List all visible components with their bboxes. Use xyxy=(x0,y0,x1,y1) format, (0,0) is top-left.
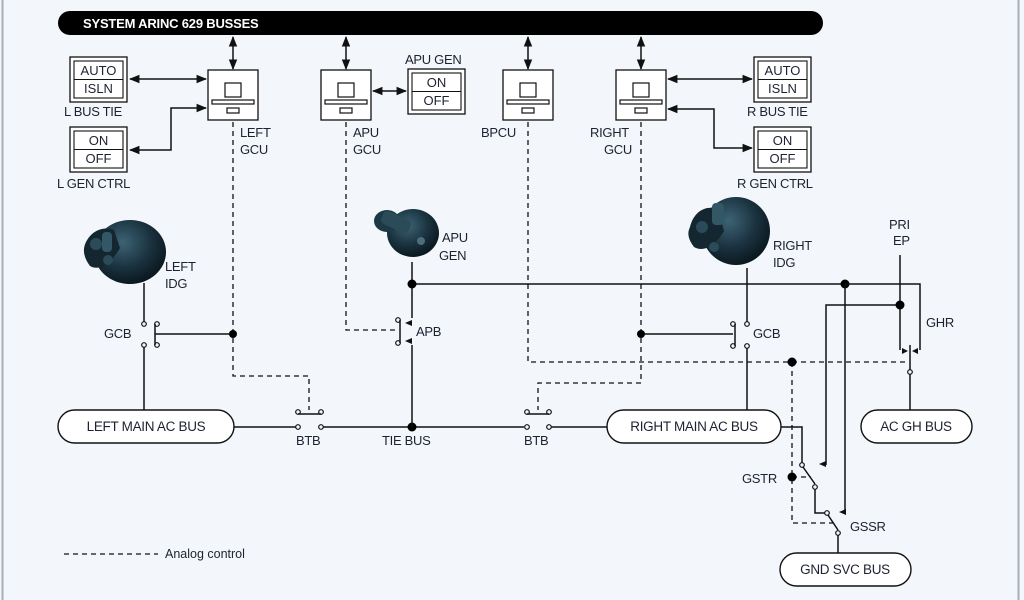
right-btb-breaker[interactable] xyxy=(524,409,552,430)
ghr-feed-right xyxy=(845,283,921,350)
left-idg-label-2: IDG xyxy=(165,276,187,291)
right-idg-label-1: RIGHT xyxy=(773,238,812,253)
pri-ep-label-2: EP xyxy=(893,233,910,248)
gstr-label: GSTR xyxy=(742,471,777,486)
l-gen-ctrl-on: ON xyxy=(89,133,109,148)
gstr-to-gssr xyxy=(814,489,826,514)
gssr-label: GSSR xyxy=(850,519,886,534)
gstr-relay[interactable] xyxy=(799,461,826,490)
bpcu-analog-node xyxy=(787,357,797,367)
apu-gcu-label-1: APU xyxy=(353,125,379,140)
bpcu-label: BPCU xyxy=(481,125,516,140)
ac-gh-bus[interactable]: AC GH BUS xyxy=(860,409,973,444)
left-main-ac-bus-label: LEFT MAIN AC BUS xyxy=(87,419,206,434)
l-gen-ctrl-label: L GEN CTRL xyxy=(57,176,130,191)
l-gen-ctrl-off: OFF xyxy=(86,151,112,166)
arinc-bus-title: SYSTEM ARINC 629 BUSSES xyxy=(83,16,259,31)
apu-gen-icon xyxy=(374,209,439,257)
left-gcb-breaker[interactable] xyxy=(141,321,160,348)
left-main-ac-bus[interactable]: LEFT MAIN AC BUS xyxy=(57,409,235,444)
apu-gcu-box[interactable] xyxy=(320,69,372,121)
gssr-relay[interactable] xyxy=(824,509,846,536)
right-gcu-label-2: GCU xyxy=(604,142,632,157)
apb-label: APB xyxy=(416,324,441,339)
apu-gen-label-2: GEN xyxy=(439,248,466,263)
l-bus-tie-switch[interactable]: AUTO ISLN xyxy=(69,56,128,103)
l-gen-ctrl-switch[interactable]: ON OFF xyxy=(69,126,128,173)
r-bus-tie-isln: ISLN xyxy=(768,81,797,96)
junction-node xyxy=(229,330,237,338)
right-gcu-box[interactable] xyxy=(615,69,667,121)
left-gcu-analog-line xyxy=(232,122,310,410)
legend-analog-control: Analog control xyxy=(165,547,245,561)
r-gen-ctrl-off: OFF xyxy=(770,151,796,166)
left-gcu-label-1: LEFT xyxy=(240,125,271,140)
r-bus-tie-label: R BUS TIE xyxy=(747,104,808,119)
left-btb-label: BTB xyxy=(296,433,320,448)
apu-gen-switch[interactable]: ON OFF xyxy=(407,68,466,115)
right-main-ac-bus-label: RIGHT MAIN AC BUS xyxy=(630,419,758,434)
right-gcu-analog-line xyxy=(537,122,642,410)
bpcu-gstr-gssr-analog-line xyxy=(791,362,835,524)
left-idg-label-1: LEFT xyxy=(165,259,196,274)
apu-gcu-label-2: GCU xyxy=(353,142,381,157)
arinc-bus-header: SYSTEM ARINC 629 BUSSES xyxy=(58,11,823,35)
left-gcb-label: GCB xyxy=(104,326,131,341)
r-gen-ctrl-label: R GEN CTRL xyxy=(737,176,813,191)
apu-gen-off: OFF xyxy=(424,93,450,108)
l-bus-tie-auto: AUTO xyxy=(81,63,117,78)
right-bus-to-gstr xyxy=(781,426,803,463)
left-btb-breaker[interactable] xyxy=(295,409,324,430)
apu-gen-switch-label: APU GEN xyxy=(405,52,461,67)
right-idg-icon xyxy=(688,197,770,265)
right-idg-label-2: IDG xyxy=(773,255,795,270)
ghr-label: GHR xyxy=(926,315,954,330)
r-bus-tie-switch[interactable]: AUTO ISLN xyxy=(753,56,812,103)
r-bus-tie-auto: AUTO xyxy=(765,63,801,78)
left-gcu-box[interactable] xyxy=(207,69,259,121)
right-gcb-label: GCB xyxy=(753,326,780,341)
pri-ep-node xyxy=(895,300,905,310)
r-gen-ctrl-switch[interactable]: ON OFF xyxy=(753,126,812,173)
right-gcu-label-1: RIGHT xyxy=(590,125,629,140)
apb-breaker[interactable] xyxy=(395,317,412,346)
right-main-ac-bus[interactable]: RIGHT MAIN AC BUS xyxy=(606,409,782,444)
l-bus-tie-isln: ISLN xyxy=(84,81,113,96)
left-idg-icon xyxy=(83,220,166,284)
ac-gh-bus-label: AC GH BUS xyxy=(880,419,952,434)
bpcu-box[interactable] xyxy=(502,69,554,121)
pri-ep-label-1: PRI xyxy=(889,217,910,232)
l-bus-tie-label: L BUS TIE xyxy=(64,104,123,119)
apu-gen-on: ON xyxy=(427,75,447,90)
tie-bus-label: TIE BUS xyxy=(382,433,431,448)
right-btb-label: BTB xyxy=(524,433,548,448)
apu-gen-label-1: APU xyxy=(442,230,468,245)
gnd-svc-bus[interactable]: GND SVC BUS xyxy=(779,552,912,587)
left-gcu-label-2: GCU xyxy=(240,142,268,157)
r-gen-ctrl-on: ON xyxy=(773,133,793,148)
apu-node xyxy=(407,279,417,289)
apu-gcu-analog-line xyxy=(345,122,399,331)
right-gcu-node xyxy=(637,330,645,338)
gnd-svc-bus-label: GND SVC BUS xyxy=(800,562,890,577)
l-gen-ctrl-link xyxy=(128,103,208,155)
r-gen-ctrl-link xyxy=(666,104,754,153)
gstr-control-line xyxy=(825,304,900,465)
ghr-relay[interactable] xyxy=(902,345,918,410)
right-gcb-breaker[interactable] xyxy=(730,321,750,349)
gstr-node xyxy=(787,472,797,482)
legend: Analog control xyxy=(64,547,245,561)
